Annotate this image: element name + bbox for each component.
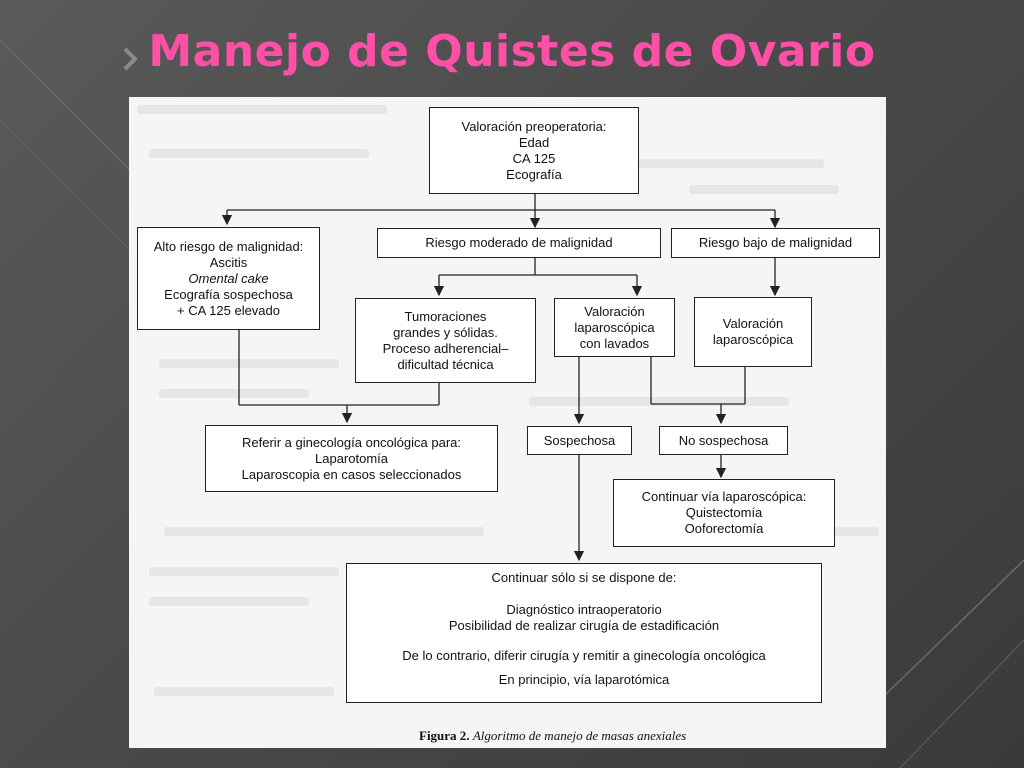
caption-label: Figura 2. — [419, 728, 470, 743]
preoperative-assessment-box: Valoración preoperatoria: Edad CA 125 Ec… — [429, 107, 639, 194]
tumors-line: Proceso adherencial– — [382, 340, 509, 356]
final-conditions-box: Continuar sólo si se dispone de: Diagnós… — [346, 563, 822, 703]
not-suspicious-label: No sospechosa — [678, 432, 769, 448]
final-otherwise: De lo contrario, diferir cirugía y remit… — [402, 648, 766, 663]
high-risk-line: Ecografía sospechosa — [164, 286, 293, 302]
not-suspicious-box: No sospechosa — [659, 426, 788, 455]
high-risk-line: + CA 125 elevado — [177, 302, 280, 318]
figure-panel: Valoración preoperatoria: Edad CA 125 Ec… — [129, 97, 886, 748]
moderate-risk-label: Riesgo moderado de malignidad — [425, 235, 613, 250]
background-texture — [524, 159, 824, 168]
background-texture — [149, 597, 309, 606]
large-solid-tumors-box: Tumoraciones grandes y sólidas. Proceso … — [355, 298, 536, 383]
slide-title: Manejo de Quistes de Ovario — [148, 26, 876, 77]
high-risk-box: Alto riesgo de malignidad: Ascitis Oment… — [137, 227, 320, 330]
low-risk-label: Riesgo bajo de malignidad — [698, 235, 853, 250]
preop-title: Valoración preoperatoria: — [461, 118, 607, 134]
refer-line: Laparotomía — [315, 450, 388, 466]
suspicious-label: Sospechosa — [543, 432, 616, 448]
suspicious-box: Sospechosa — [527, 426, 632, 455]
continue-laparoscopic-box: Continuar vía laparoscópica: Quistectomí… — [613, 479, 835, 547]
background-texture — [159, 389, 309, 398]
tumors-line: dificultad técnica — [397, 356, 494, 372]
caption-text: Algoritmo de manejo de masas anexiales — [472, 728, 687, 743]
background-texture — [819, 527, 879, 536]
background-texture — [164, 527, 484, 536]
continue-lap-line: Ooforectomía — [684, 521, 764, 536]
background-texture — [689, 185, 839, 194]
refer-line: Laparoscopia en casos seleccionados — [241, 466, 462, 482]
preop-line: Edad — [518, 134, 550, 150]
figure-caption: Figura 2. Algoritmo de manejo de masas a… — [419, 728, 686, 744]
background-texture — [137, 105, 387, 114]
lap-assessment-line: laparoscópica — [712, 332, 794, 347]
tumors-line: grandes y sólidas. — [393, 324, 498, 340]
low-risk-box: Riesgo bajo de malignidad — [671, 228, 880, 258]
wash-line: Valoración — [584, 303, 645, 319]
final-principle: En principio, vía laparotómica — [498, 672, 670, 687]
wash-line: con lavados — [579, 335, 650, 351]
background-texture — [149, 567, 339, 576]
refer-title: Referir a ginecología oncológica para: — [242, 434, 461, 450]
high-risk-title: Alto riesgo de malignidad: — [153, 238, 304, 254]
preop-line: CA 125 — [512, 150, 556, 166]
moderate-risk-box: Riesgo moderado de malignidad — [377, 228, 661, 258]
background-texture — [159, 359, 339, 368]
background-texture — [149, 149, 369, 158]
preop-line: Ecografía — [506, 166, 562, 182]
wash-line: laparoscópica — [574, 319, 655, 335]
final-line: Posibilidad de realizar cirugía de estad… — [448, 618, 720, 633]
lap-assessment-line: Valoración — [722, 316, 784, 331]
refer-oncology-box: Referir a ginecología oncológica para: L… — [205, 425, 498, 492]
flow-connectors — [221, 194, 781, 562]
laparoscopic-assessment-box: Valoración laparoscópica — [694, 297, 812, 367]
continue-lap-line: Quistectomía — [685, 505, 763, 520]
background-texture — [529, 397, 789, 406]
laparoscopic-wash-box: Valoración laparoscópica con lavados — [554, 298, 675, 357]
continue-lap-title: Continuar vía laparoscópica: — [641, 489, 807, 504]
high-risk-line: Ascitis — [209, 254, 248, 270]
tumors-line: Tumoraciones — [404, 308, 487, 324]
background-texture — [154, 687, 334, 696]
final-line: Diagnóstico intraoperatorio — [506, 602, 662, 617]
high-risk-line: Omental cake — [188, 270, 269, 286]
final-title: Continuar sólo si se dispone de: — [491, 570, 677, 585]
